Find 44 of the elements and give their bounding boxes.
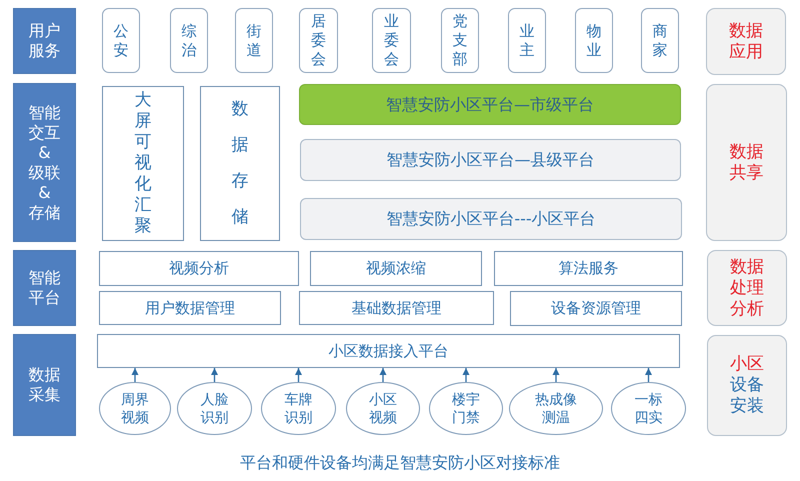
module-box: 设备资源管理 xyxy=(510,291,682,326)
device-ellipse: 小区视频 xyxy=(346,382,420,435)
device-ellipse: 周界视频 xyxy=(99,382,171,435)
user-role-box: 业主 xyxy=(508,8,546,73)
layer-note-box: 数据共享 xyxy=(706,84,787,241)
platform-bar: 智慧安防小区平台—县级平台 xyxy=(300,139,681,181)
module-box: 小区数据接入平台 xyxy=(97,334,680,368)
arrow xyxy=(380,368,386,382)
module-box: 基础数据管理 xyxy=(299,291,494,325)
layer-note-box: 数据处理分析 xyxy=(707,250,787,326)
module-box: 大屏可视化汇聚 xyxy=(102,86,184,241)
user-role-box: 业委会 xyxy=(372,8,411,73)
arrow xyxy=(462,368,470,382)
module-box: 视频分析 xyxy=(99,251,299,286)
module-box: 数据存储 xyxy=(200,86,280,241)
platform-bar: 智慧安防小区平台—市级平台 xyxy=(299,84,681,125)
arrow xyxy=(295,368,302,382)
device-ellipse: 楼宇门禁 xyxy=(429,382,503,435)
layer-label-box: 智能交互&级联&存储 xyxy=(13,83,76,242)
device-ellipse: 一标四实 xyxy=(611,382,686,435)
device-ellipse: 车牌识别 xyxy=(261,382,336,435)
module-box: 用户数据管理 xyxy=(99,291,281,325)
module-box: 算法服务 xyxy=(494,251,683,286)
device-ellipse: 人脸识别 xyxy=(177,382,252,435)
layer-note-box: 数据应用 xyxy=(706,8,786,75)
module-box: 视频浓缩 xyxy=(310,251,482,286)
arrow xyxy=(552,368,560,382)
user-role-box: 公安 xyxy=(102,8,140,73)
user-role-box: 商家 xyxy=(641,8,679,73)
caption: 平台和硬件设备均满足智慧安防小区对接标准 xyxy=(240,453,560,472)
user-role-box: 党支部 xyxy=(441,8,479,73)
user-role-box: 物业 xyxy=(575,8,613,73)
user-role-box: 街道 xyxy=(235,8,273,73)
layer-label-box: 用户服务 xyxy=(13,8,76,74)
arrow xyxy=(211,368,218,382)
layer-label-box: 数据采集 xyxy=(13,334,76,436)
arrow xyxy=(645,368,652,382)
device-ellipse: 热成像测温 xyxy=(509,382,603,435)
arrow xyxy=(132,368,138,382)
user-role-box: 居委会 xyxy=(299,8,338,73)
user-role-box: 综治 xyxy=(170,8,208,73)
platform-bar: 智慧安防小区平台---小区平台 xyxy=(300,198,682,240)
layer-label-box: 智能平台 xyxy=(13,250,76,326)
layer-note-box: 小区 设备安装 xyxy=(707,335,787,436)
